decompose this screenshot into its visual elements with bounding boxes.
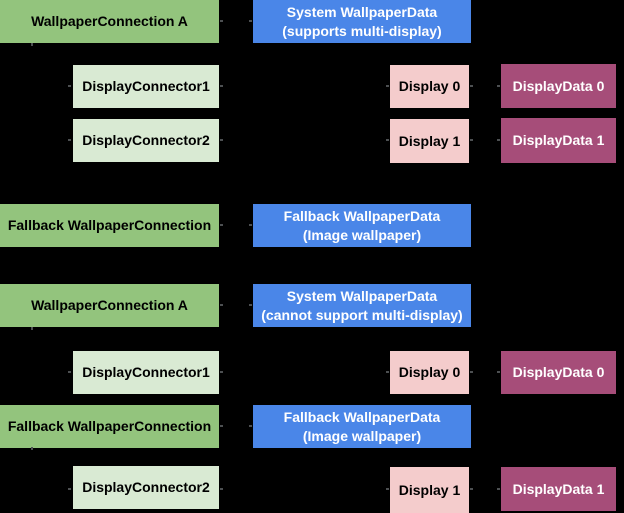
connector-tick xyxy=(220,85,223,87)
connector-tick xyxy=(31,327,33,330)
connector-tick xyxy=(249,425,252,427)
box-label: Display 1 xyxy=(398,481,461,498)
box-label: System WallpaperData xyxy=(286,3,438,20)
box-label: Fallback WallpaperData xyxy=(283,207,441,224)
box-label: DisplayConnector1 xyxy=(82,78,210,94)
display-1-box-1: Display 1 xyxy=(390,119,469,163)
connector-tick xyxy=(68,85,71,87)
box-label: Fallback WallpaperData xyxy=(283,408,441,425)
connector-tick xyxy=(497,488,500,490)
box-label: WallpaperConnection A xyxy=(31,297,188,313)
wallpaper-connection-a-box-1: WallpaperConnection A xyxy=(0,0,219,43)
box-label: DisplayConnector2 xyxy=(82,132,210,148)
connector-tick xyxy=(249,224,252,226)
box-label: Fallback WallpaperConnection xyxy=(7,418,212,434)
box-sublabel: (Image wallpaper) xyxy=(302,427,422,444)
box-label: DisplayConnector1 xyxy=(82,364,210,380)
connector-tick xyxy=(68,371,71,373)
box-label: Display 0 xyxy=(398,364,461,380)
connector-tick xyxy=(220,488,223,490)
fallback-wallpaperdata-box-2: Fallback WallpaperData (Image wallpaper) xyxy=(253,405,471,448)
connector-tick xyxy=(220,224,223,226)
connector-tick xyxy=(220,304,223,306)
box-label: DisplayData 1 xyxy=(512,480,605,497)
fallback-wallpaper-connection-box-2: Fallback WallpaperConnection xyxy=(0,405,219,448)
box-label: DisplayConnector2 xyxy=(82,479,210,495)
display-data-1-box-1: DisplayData 1 xyxy=(501,118,616,163)
connector-tick xyxy=(497,371,500,373)
connector-tick xyxy=(31,447,33,450)
connector-tick xyxy=(470,371,473,373)
display-connector1-box-2: DisplayConnector1 xyxy=(73,351,219,394)
display-data-1-box-2: DisplayData 1 xyxy=(501,467,616,511)
connector-tick xyxy=(386,488,389,490)
display-data-0-box-1: DisplayData 0 xyxy=(501,64,616,108)
connector-tick xyxy=(68,488,71,490)
display-connector2-box-2: DisplayConnector2 xyxy=(73,466,219,509)
display-1-box-2: Display 1 xyxy=(390,467,469,513)
box-sublabel: (supports multi-display) xyxy=(282,22,442,39)
connector-tick xyxy=(220,139,223,141)
display-connector1-box-1: DisplayConnector1 xyxy=(73,65,219,108)
connector-tick xyxy=(220,20,223,22)
connector-tick xyxy=(386,139,389,141)
fallback-wallpaper-connection-box-1: Fallback WallpaperConnection xyxy=(0,204,219,247)
display-connector2-box-1: DisplayConnector2 xyxy=(73,119,219,162)
wallpaper-connection-a-box-2: WallpaperConnection A xyxy=(0,284,219,327)
connector-tick xyxy=(68,139,71,141)
display-0-box-2: Display 0 xyxy=(390,351,469,394)
connector-tick xyxy=(470,85,473,87)
connector-tick xyxy=(497,139,500,141)
display-data-0-box-2: DisplayData 0 xyxy=(501,351,616,394)
connector-tick xyxy=(386,85,389,87)
box-label: Display 0 xyxy=(398,78,461,94)
box-label: Display 1 xyxy=(398,132,461,149)
connector-tick xyxy=(220,371,223,373)
system-wallpaperdata-multi-box: System WallpaperData (supports multi-disp… xyxy=(253,0,471,43)
connector-tick xyxy=(249,20,252,22)
box-label: Fallback WallpaperConnection xyxy=(7,217,212,233)
connector-tick xyxy=(497,85,500,87)
display-0-box-1: Display 0 xyxy=(390,65,469,108)
fallback-wallpaperdata-box-1: Fallback WallpaperData (Image wallpaper) xyxy=(253,204,471,247)
box-sublabel: (cannot support multi-display) xyxy=(261,306,463,323)
box-label: WallpaperConnection A xyxy=(31,13,188,29)
connector-tick xyxy=(386,371,389,373)
box-label: DisplayData 0 xyxy=(512,77,605,94)
system-wallpaperdata-single-box: System WallpaperData (cannot support mult… xyxy=(253,284,471,327)
box-label: DisplayData 0 xyxy=(512,364,605,380)
connector-tick xyxy=(31,43,33,46)
connector-tick xyxy=(470,139,473,141)
box-sublabel: (Image wallpaper) xyxy=(302,226,422,243)
box-label: System WallpaperData xyxy=(286,287,438,304)
connector-tick xyxy=(249,304,252,306)
connector-tick xyxy=(220,425,223,427)
connector-tick xyxy=(470,488,473,490)
box-label: DisplayData 1 xyxy=(512,132,605,148)
